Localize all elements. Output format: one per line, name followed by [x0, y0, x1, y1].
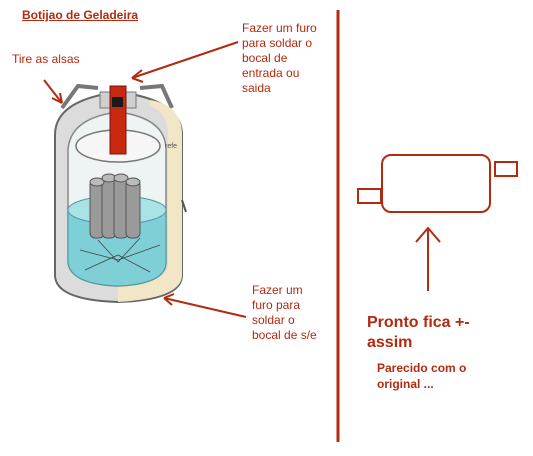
result-heading: Pronto fica +- assim	[367, 314, 470, 351]
result-nozzle-left	[357, 188, 382, 204]
result-nozzle-right	[494, 161, 518, 177]
tank-illustration	[54, 83, 187, 304]
arrow-top	[131, 41, 239, 79]
right-handle	[139, 83, 174, 109]
arrow-bottom	[163, 297, 247, 318]
page-title: Botijao de Geladeira	[22, 8, 139, 22]
inner-tank-label: refe	[165, 143, 178, 150]
note-inlet-outlet: Fazer um furo para soldar o bocal de ent…	[242, 21, 317, 95]
note-bottom-nozzle: Fazer um furo para soldar o bocal de s/e	[252, 283, 317, 342]
filler-tube	[109, 85, 127, 155]
result-subtext: Parecido com o original ...	[377, 361, 467, 391]
arrow-top-head	[131, 69, 144, 83]
canister-bundle	[89, 173, 141, 239]
insulation-layer	[118, 100, 182, 302]
arrow-bottom-head	[163, 293, 175, 306]
result-arrow	[415, 226, 441, 291]
support-wires	[79, 237, 161, 273]
arrow-alsas	[43, 79, 63, 104]
annotation-arrows	[43, 41, 247, 318]
arrow-alsas-head	[51, 92, 63, 104]
side-pin	[181, 199, 187, 213]
result-body	[381, 154, 491, 213]
result-shape	[357, 154, 518, 213]
filler-tube-cap	[112, 97, 123, 107]
note-handles: Tire as alsas	[12, 52, 80, 66]
left-handle	[60, 83, 99, 110]
